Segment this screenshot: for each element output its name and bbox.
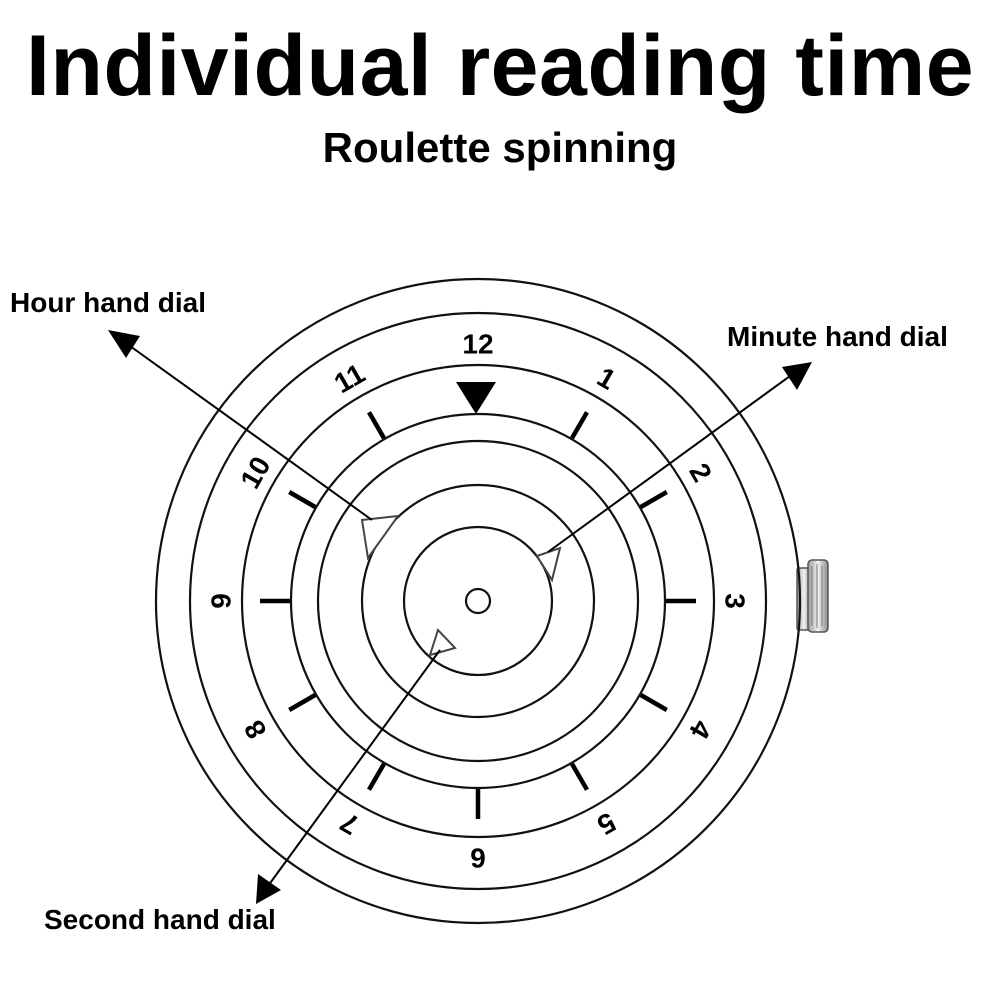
second-callout-line [267, 649, 441, 887]
dial-number: 5 [592, 806, 621, 841]
hour-tick [639, 693, 668, 712]
dial-number: 12 [462, 329, 493, 360]
dial-number: 7 [335, 806, 364, 841]
bezel-ring [188, 311, 768, 891]
dial-number: 3 [720, 593, 751, 609]
dial-number: 1 [592, 361, 621, 396]
hour-ticks [260, 411, 696, 819]
minute-dial-ring [316, 439, 640, 763]
hour-track-ring [240, 363, 716, 839]
second-callout-arrow-icon [256, 874, 281, 904]
hour-tick [367, 762, 386, 791]
triangle-down-icon [456, 382, 496, 414]
dial-number: 4 [683, 715, 718, 744]
hour-callout-arrow-icon [108, 330, 140, 358]
second-pointer-icon [428, 628, 457, 657]
dial-number: 2 [683, 458, 718, 487]
minute-callout-line [547, 375, 791, 553]
hour-tick [570, 411, 589, 440]
minute-callout-arrow-icon [782, 362, 812, 390]
dial-number: 9 [206, 593, 237, 609]
outer-case-ring [154, 277, 802, 925]
center-pin [464, 587, 492, 615]
dial-number: 6 [470, 843, 486, 874]
minute-hand-dial-label: Minute hand dial [727, 321, 948, 352]
hour-tick [570, 762, 589, 791]
hour-pointer-icon [360, 514, 401, 561]
second-dial-ring [402, 525, 554, 677]
second-dial-outer-ring [360, 483, 596, 719]
hour-tick [367, 411, 386, 440]
hour-dial-ring [289, 412, 667, 790]
diagram-subtitle: Roulette spinning [322, 124, 678, 171]
hour-callout-line [129, 345, 373, 521]
minute-pointer-icon [535, 546, 562, 583]
hour-hand-dial-label: Hour hand dial [10, 287, 206, 318]
hour-tick [639, 490, 668, 509]
second-hand-dial-label: Second hand dial [44, 904, 276, 935]
diagram-title: Individual reading time [25, 18, 975, 114]
watch-crown-icon [796, 559, 829, 633]
dial-number: 11 [329, 358, 370, 400]
hour-tick [288, 490, 317, 509]
dial-number: 8 [238, 715, 273, 744]
hour-tick [288, 693, 317, 712]
